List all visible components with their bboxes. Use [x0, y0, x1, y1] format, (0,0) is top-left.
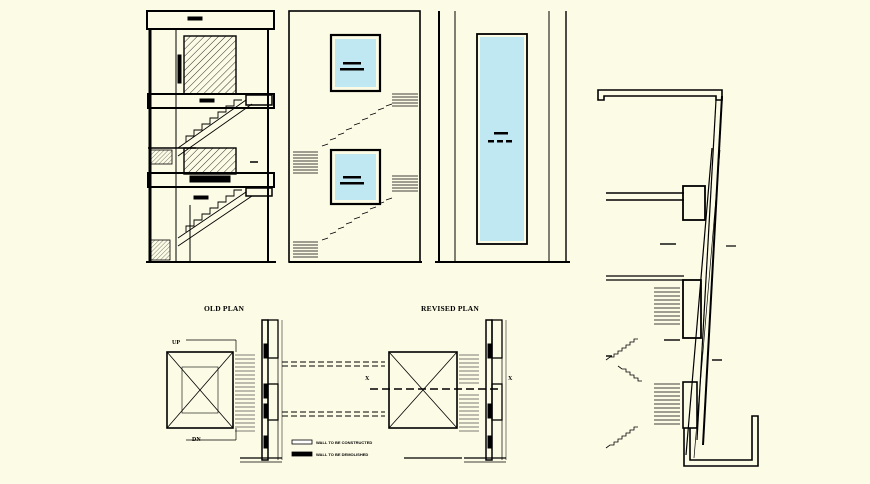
old-plan-title: OLD PLAN [204, 304, 245, 313]
legend-construct-label: WALL TO BE CONSTRUCTED [316, 440, 372, 445]
section-mark-right: X [508, 376, 513, 382]
legend-demolish-label: WALL TO BE DEMOLISHED [316, 452, 368, 457]
legend-construct-swatch [291, 439, 313, 445]
old-plan-dn-label: DN [192, 437, 201, 443]
front-elevation [288, 10, 422, 263]
side-section [597, 89, 759, 467]
legend-demolish-swatch [291, 451, 313, 457]
corridor [282, 361, 385, 417]
old-plan [166, 319, 283, 463]
glass-panel [480, 37, 524, 241]
revised-plan [370, 319, 507, 463]
stair-section-elevation [146, 10, 276, 263]
revised-plan-title: REVISED PLAN [421, 304, 479, 313]
glass-elevation [435, 11, 570, 263]
section-mark-left: X [365, 376, 370, 382]
old-plan-up-label: UP [172, 340, 180, 346]
